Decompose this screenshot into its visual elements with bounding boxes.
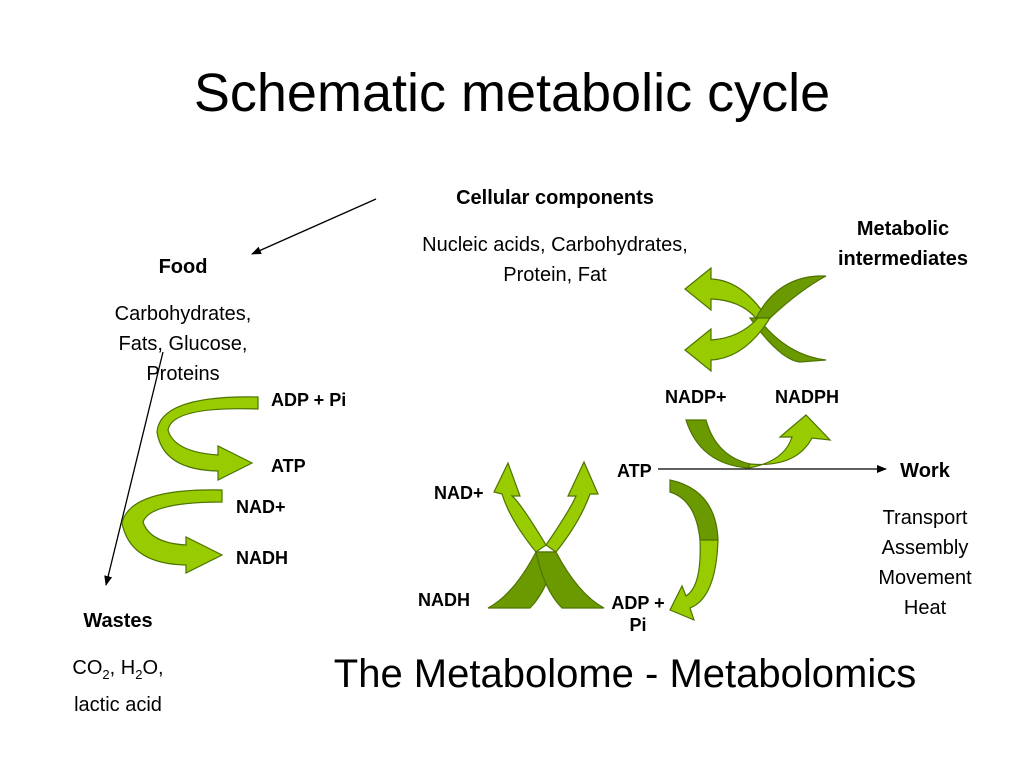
center-x-arrow-right-up (545, 460, 599, 553)
left-nadh-label: NADH (236, 548, 288, 568)
metabolic-intermediates-heading: Metabolic intermediates (806, 214, 1000, 274)
cellular-components-heading: Cellular components (456, 187, 654, 209)
atp-to-adp-curved-arrow-bottom (669, 539, 719, 622)
work-heading: Work (900, 460, 950, 482)
food-line-2: Fats, Glucose, (118, 333, 248, 355)
work-item-transport: Transport (882, 507, 968, 529)
metabolome-title: The Metabolome - Metabolomics (333, 652, 917, 696)
center-nad-plus-label: NAD+ (434, 483, 484, 503)
metabolic-intermediates-line-1: Metabolic (856, 218, 950, 240)
center-x-arrow-left-up (493, 461, 547, 553)
nadph-label: NADPH (775, 387, 840, 407)
center-adp-pi-line-2: Pi (629, 615, 647, 635)
food-heading: Food (158, 256, 208, 278)
work-item-heat: Heat (903, 597, 947, 619)
nadp-to-nadph-arrow-right (746, 414, 832, 469)
nadp-to-nadph-arrow-left (685, 419, 751, 469)
x-arrow-upper-right (755, 275, 827, 319)
wastes-line-2: lactic acid (74, 694, 162, 716)
work-item-assembly: Assembly (881, 537, 969, 559)
cellular-to-food-arrow (251, 198, 377, 255)
x-arrow-upper-left (684, 266, 769, 319)
work-list: Transport Assembly Movement Heat (850, 503, 1000, 623)
center-nadh-label: NADH (418, 590, 470, 610)
metabolic-intermediates-line-2: intermediates (837, 248, 969, 270)
left-nad-plus-label: NAD+ (236, 497, 286, 517)
wastes-line-1: CO2, H2O, (72, 657, 164, 682)
center-adp-pi-line-1: ADP + (611, 593, 665, 613)
food-list: Carbohydrates, Fats, Glucose, Proteins (70, 299, 296, 389)
left-atp-label: ATP (271, 456, 306, 476)
cellular-components-line-1: Nucleic acids, Carbohydrates, (422, 234, 688, 256)
center-x-arrow-right-down (535, 551, 605, 609)
cellular-components-line-2: Protein, Fat (503, 264, 607, 286)
adp-to-atp-curved-arrow (156, 396, 259, 481)
wastes-list: CO2, H2O, lactic acid (28, 653, 208, 720)
work-item-movement: Movement (878, 567, 972, 589)
nadp-plus-label: NADP+ (665, 387, 727, 407)
food-to-wastes-arrow (104, 351, 164, 586)
atp-to-adp-curved-arrow-top (669, 479, 719, 541)
x-arrow-lower-left (684, 317, 772, 373)
wastes-heading: Wastes (83, 610, 153, 632)
center-adp-pi-label: ADP + Pi (596, 592, 680, 636)
cellular-components-list: Nucleic acids, Carbohydrates, Protein, F… (360, 230, 750, 290)
nad-to-nadh-curved-arrow (121, 489, 224, 574)
food-line-3: Proteins (146, 363, 220, 385)
food-line-1: Carbohydrates, (114, 303, 252, 325)
center-atp-label: ATP (617, 461, 652, 481)
slide-title: Schematic metabolic cycle (193, 63, 831, 123)
left-adp-pi-label: ADP + Pi (271, 390, 347, 410)
